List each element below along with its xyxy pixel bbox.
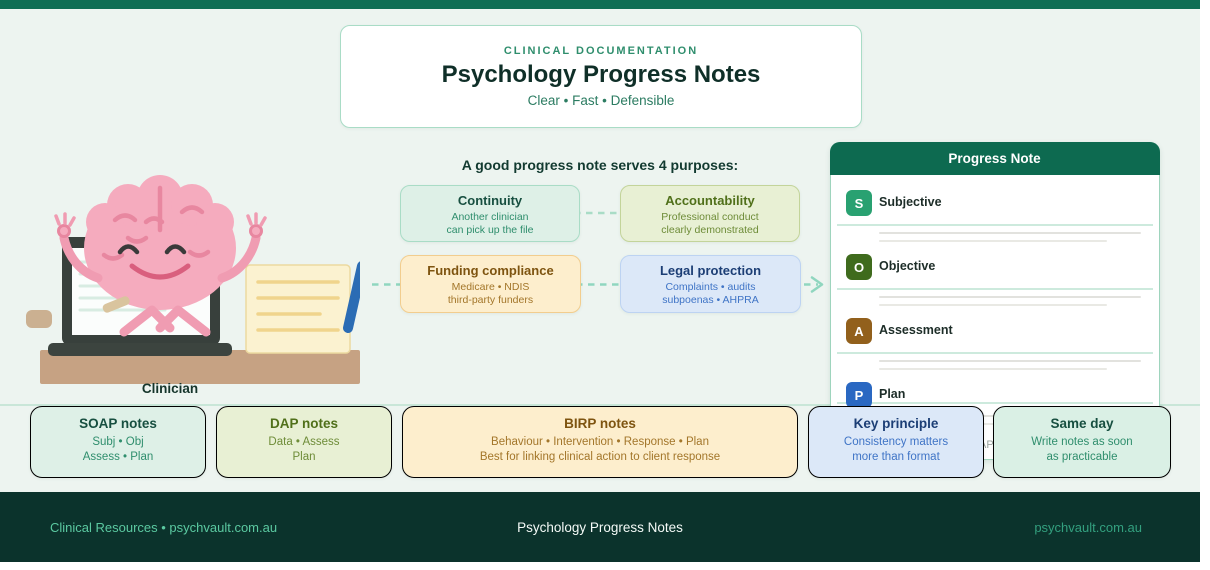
progress-note-header: Progress Note [829, 141, 1160, 175]
ok-hands [54, 212, 267, 238]
badge-o: O [846, 254, 872, 280]
eyebrow-label: CLINICAL DOCUMENTATION [503, 45, 699, 57]
pen-icon [343, 261, 360, 333]
format-line: Best for linking clinical action to clie… [479, 451, 721, 463]
note-section-objective: O Objective [831, 254, 1159, 318]
format-line: as practicable [1046, 451, 1118, 463]
format-line: Consistency matters [843, 436, 949, 448]
purpose-line: can pick up the file [446, 224, 534, 236]
badge-p: P [846, 382, 872, 408]
purpose-line: subpoenas • AHPRA [662, 294, 759, 306]
footer-left-text: Clinical Resources • psychvault.com.au [50, 519, 278, 535]
purpose-title: Continuity [457, 193, 523, 208]
desk [26, 310, 360, 384]
section-label: Assessment [879, 323, 953, 337]
format-card-same-day: Same day Write notes as soon as practica… [993, 406, 1171, 478]
section-label: Subjective [879, 195, 942, 209]
purpose-title: Accountability [665, 193, 755, 208]
purpose-title: Legal protection [659, 263, 762, 278]
title-card: CLINICAL DOCUMENTATION Psychology Progre… [340, 25, 862, 128]
footer-center-text: Psychology Progress Notes [517, 519, 683, 535]
format-title: SOAP notes [79, 416, 157, 431]
format-line: Write notes as soon [1031, 436, 1133, 448]
footer-right-text: psychvault.com.au [1034, 519, 1142, 535]
footer-bar: Clinical Resources • psychvault.com.au P… [0, 492, 1200, 562]
format-card-soap: SOAP notes Subj • Obj Assess • Plan [30, 406, 206, 478]
section-label: Plan [879, 387, 906, 401]
purpose-card-legal-protection: Legal protection Complaints • audits sub… [620, 255, 801, 313]
tagline: Clear • Fast • Defensible [527, 93, 675, 108]
purpose-line: Complaints • audits [665, 281, 756, 293]
face [117, 244, 191, 280]
note-section-subjective: S Subjective [831, 190, 1159, 254]
format-title: BIRP notes [564, 416, 636, 431]
format-card-dap: DAP notes Data • Assess Plan [216, 406, 392, 478]
format-line: more than format [852, 451, 940, 463]
page-background: CLINICAL DOCUMENTATION Psychology Progre… [0, 9, 1200, 492]
flow-arrow-icon [810, 276, 824, 293]
section-divider [837, 288, 1153, 290]
purpose-title: Funding compliance [427, 263, 554, 278]
section-divider [837, 224, 1153, 226]
purpose-card-accountability: Accountability Professional conduct clea… [620, 185, 800, 242]
format-title: Same day [1050, 416, 1114, 431]
notepad-icon [245, 264, 351, 354]
badge-s: S [846, 190, 872, 216]
purpose-line: third-party funders [447, 294, 534, 306]
ruled-line [879, 232, 1141, 234]
format-line: Assess • Plan [82, 451, 154, 463]
purpose-line: clearly demonstrated [661, 224, 759, 236]
page-title: Psychology Progress Notes [441, 61, 761, 88]
badge-a: A [846, 318, 872, 344]
section-divider-line [0, 404, 1200, 406]
purposes-heading: A good progress note serves 4 purposes: [461, 157, 739, 173]
section-divider [837, 352, 1153, 354]
top-accent-bar [0, 0, 1200, 9]
ruled-line [879, 296, 1141, 298]
ruled-line [879, 360, 1141, 362]
format-title: Key principle [853, 416, 939, 431]
section-label: Objective [879, 259, 936, 273]
clinician-label: Clinician [141, 381, 199, 396]
format-line: Behaviour • Intervention • Response • Pl… [491, 436, 709, 448]
brain-character-icon [54, 175, 267, 337]
purpose-card-continuity: Continuity Another clinician can pick up… [400, 185, 580, 242]
ruled-line [879, 368, 1107, 370]
format-card-key-principle: Key principle Consistency matters more t… [808, 406, 984, 478]
format-title: DAP notes [269, 416, 338, 431]
clinician-illustration [26, 175, 360, 384]
ruled-line [879, 304, 1107, 306]
arms [59, 233, 261, 283]
format-line: Data • Assess [268, 436, 340, 448]
note-section-assessment: A Assessment [831, 318, 1159, 382]
section-divider [837, 402, 1153, 404]
format-line: Plan [292, 451, 316, 463]
purpose-line: Professional conduct [661, 211, 759, 223]
format-line: Subj • Obj [92, 436, 144, 448]
purpose-line: Another clinician [451, 211, 529, 223]
purpose-line: Medicare • NDIS [451, 281, 530, 293]
purpose-card-funding-compliance: Funding compliance Medicare • NDIS third… [400, 255, 581, 313]
crossed-legs [102, 296, 211, 337]
format-card-birp: BIRP notes Behaviour • Intervention • Re… [402, 406, 798, 478]
ruled-line [879, 240, 1107, 242]
